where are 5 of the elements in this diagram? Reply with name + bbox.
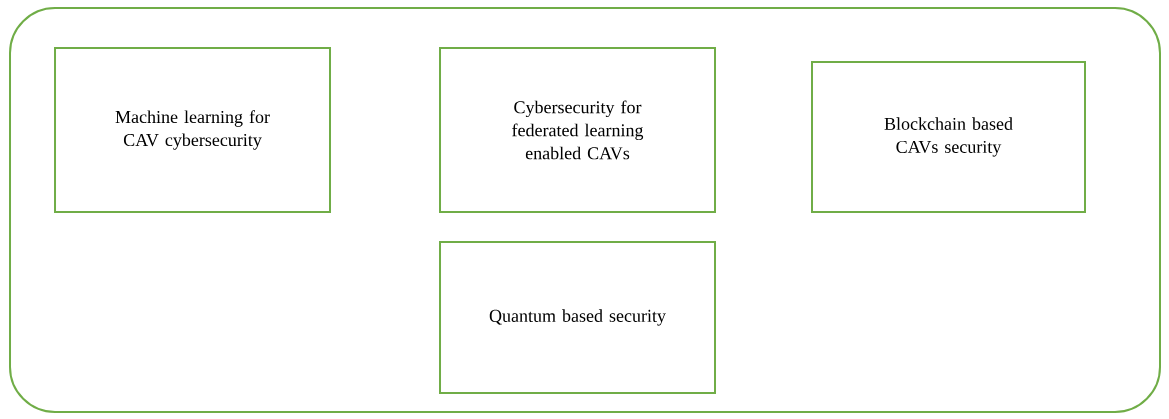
rounded-frame <box>9 7 1161 413</box>
topic-box: Cybersecurity for federated learning enabled CAVs <box>439 47 716 213</box>
topic-box: Blockchain based CAVs security <box>811 61 1086 213</box>
topic-box: Machine learning for CAV cybersecurity <box>54 47 331 213</box>
topic-box: Quantum based security <box>439 241 716 394</box>
